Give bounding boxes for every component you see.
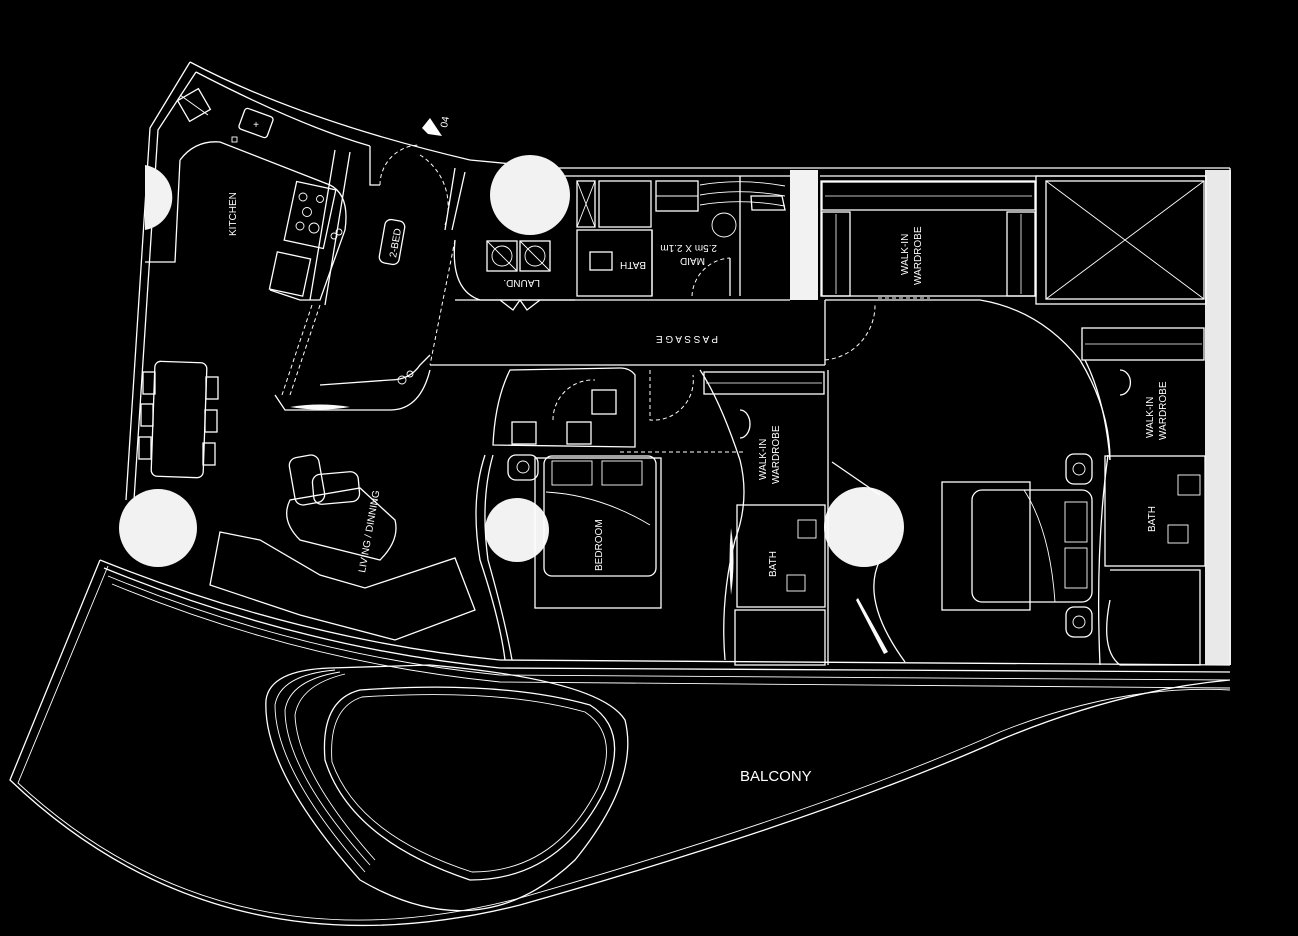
maid-room-label: MAID [680, 255, 705, 266]
passage-label: P A S S A G E [656, 333, 718, 344]
outer-walls [99, 61, 1231, 689]
maid-size-label: 2.5m X 2.1m [660, 242, 717, 253]
kitchen: + KITCHEN [145, 87, 351, 306]
second-bedroom: 2-BED [274, 144, 466, 411]
walk-in-wardrobe-2: WALK-IN WARDROBE BATH [699, 369, 829, 666]
passage: P A S S A G E [430, 300, 826, 366]
laundry-label: LAUND. [503, 277, 540, 288]
walk-in-2-label: WALK-IN [758, 439, 769, 480]
dining-table [138, 360, 219, 479]
balcony-label: BALCONY [740, 768, 812, 785]
walk-in-3-sublabel: WARDROBE [1158, 381, 1169, 440]
walk-in-3-label: WALK-IN [1145, 397, 1156, 438]
maid-bath-label: BATH [620, 259, 646, 270]
balcony: BALCONY [9, 559, 1231, 927]
sink-cross-icon: + [253, 120, 259, 131]
section-arrow-icon [422, 118, 442, 136]
structural-columns [119, 155, 904, 567]
bedroom: BEDROOM [475, 367, 745, 661]
walk-in-wardrobe-1: WALK-IN WARDROBE [820, 180, 1037, 299]
master-bedroom: WALK-IN WARDROBE BATH [824, 299, 1206, 666]
walk-in-2-sublabel: WARDROBE [771, 425, 782, 484]
void-box [1035, 175, 1207, 305]
master-bath-label: BATH [1147, 506, 1158, 532]
living-label: LIVING / DINNING [357, 489, 382, 573]
section-marker: 04 [422, 115, 452, 136]
section-marker-label: 04 [439, 115, 452, 128]
bedroom-label: BEDROOM [594, 519, 605, 571]
walk-in-1-label: WALK-IN [900, 234, 911, 275]
shaft-2 [1205, 170, 1231, 665]
kitchen-label: KITCHEN [228, 192, 239, 236]
bath-1-label: BATH [768, 551, 779, 577]
shaft-1 [790, 170, 818, 300]
service-area: LAUND. BATH 2.5m X 2.1m MAID [453, 176, 790, 311]
second-bedroom-label: 2-BED [388, 228, 404, 259]
walk-in-1-sublabel: WARDROBE [913, 226, 924, 285]
